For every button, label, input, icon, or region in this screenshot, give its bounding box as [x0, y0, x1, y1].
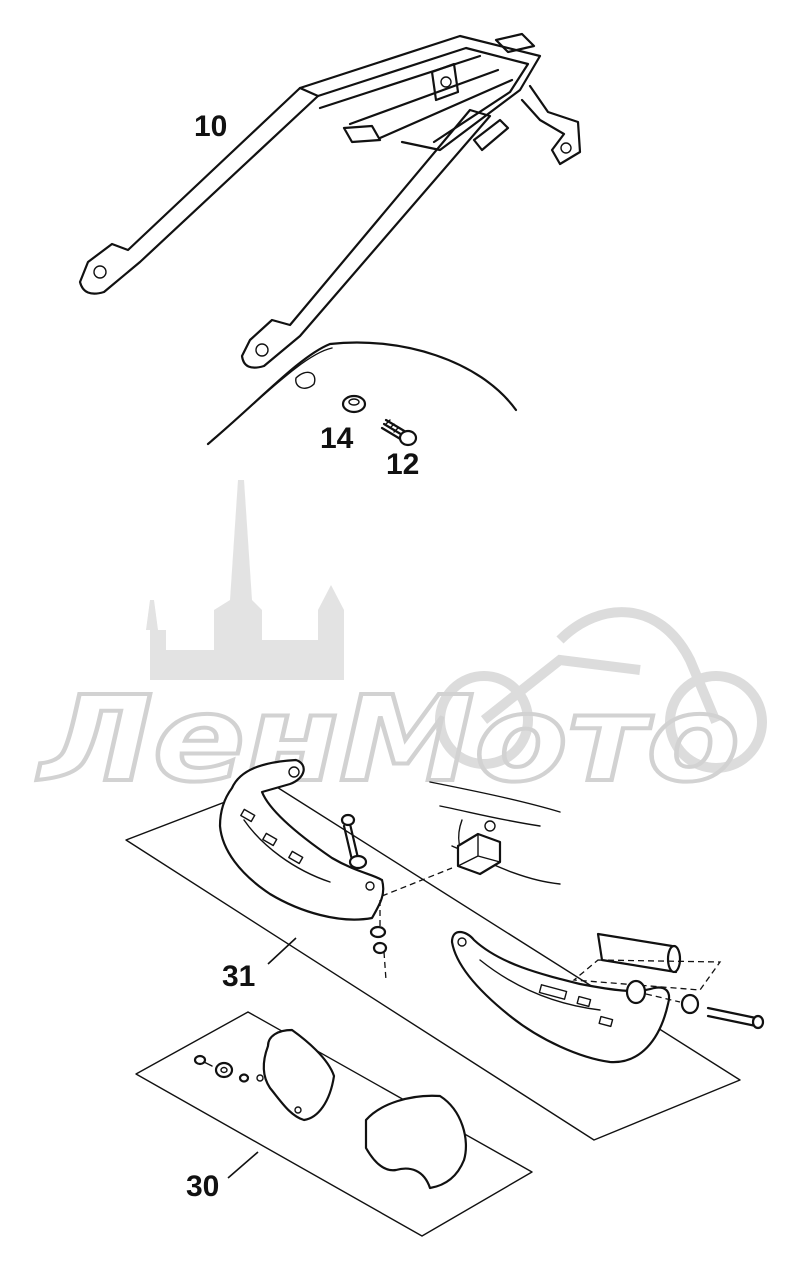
watermark: ЛенМото	[35, 480, 767, 810]
callout-12: 12	[386, 448, 419, 481]
screw	[380, 418, 418, 447]
watermark-motorcycle	[435, 607, 767, 773]
handguard-spoiler-set	[135, 1011, 533, 1237]
callout-14: 14	[320, 422, 354, 455]
callout-31-leader	[267, 937, 297, 965]
callout-30-leader	[227, 1151, 259, 1179]
luggage-rack	[78, 32, 582, 369]
watermark-text: ЛенМото	[37, 670, 740, 808]
callout-30: 30	[186, 1170, 219, 1203]
handguard-set	[125, 758, 765, 1141]
callout-10: 10	[194, 110, 227, 143]
watermark-skyline	[146, 480, 344, 680]
washer	[341, 394, 367, 414]
rear-fender	[206, 341, 518, 446]
callout-31: 31	[222, 960, 255, 993]
